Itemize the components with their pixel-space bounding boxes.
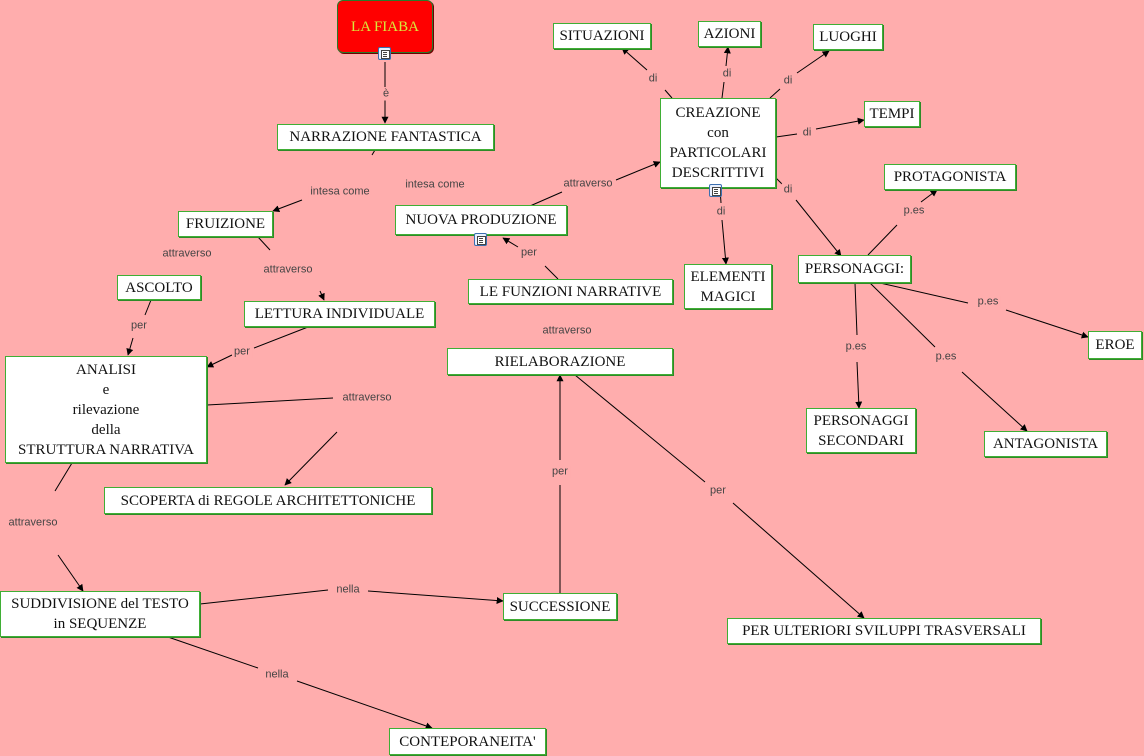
link-analisi-attraverso [206,397,334,406]
link-label-pes: p.es [933,350,959,364]
node-tempi[interactable]: TEMPI [864,101,920,127]
node-creazione[interactable]: CREAZIONE con PARTICOLARI DESCRITTIVI [660,98,776,188]
link-sudd-nella1 [199,589,329,605]
node-antagonista[interactable]: ANTAGONISTA [984,431,1107,457]
node-suddivisione[interactable]: SUDDIVISIONE del TESTO in SEQUENZE [0,591,200,637]
node-ascolto[interactable]: ASCOLTO [117,275,201,300]
document-icon[interactable] [378,47,391,60]
link-ascolto-per [144,299,152,316]
link-label-di: di [781,74,795,88]
link-pes-eroe [1005,309,1089,339]
node-situazioni[interactable]: SITUAZIONI [553,23,651,49]
node-eroe[interactable]: EROE [1088,331,1142,359]
link-fruizione-lettura [257,236,271,251]
node-la-fiaba[interactable]: LA FIABA [337,0,433,53]
link-label-per: per [708,484,728,498]
link-nella2-conteporaneita [296,680,433,730]
link-label-attraverso: attraverso [340,391,394,405]
node-scoperta-regole[interactable]: SCOPERTA di REGOLE ARCHITETTONICHE [104,487,432,514]
link-label-per: per [129,319,149,333]
link-attraverso-creazione [615,161,661,181]
node-fruizione[interactable]: FRUIZIONE [178,211,273,237]
link-label-attraverso: attraverso [160,247,214,261]
link-pes-protagonista [920,189,938,203]
node-lettura-individuale[interactable]: LETTURA INDIVIDUALE [244,301,435,327]
node-narrazione-fantastica[interactable]: NARRAZIONE FANTASTICA [277,124,494,150]
node-ulteriori-sviluppi[interactable]: PER ULTERIORI SVILUPPI TRASVERSALI [727,618,1041,644]
node-personaggi[interactable]: PERSONAGGI: [798,255,911,283]
link-label-per: per [232,345,252,359]
node-personaggi-secondari[interactable]: PERSONAGGI SECONDARI [806,408,916,453]
link-analisi-attr [54,462,73,492]
link-label-pes: p.es [843,340,869,354]
link-label-di: di [646,72,660,86]
link-label-pes: p.es [975,295,1001,309]
link-pers-secondari [854,282,858,336]
link-pers-protagonista [867,224,898,256]
node-successione[interactable]: SUCCESSIONE [503,593,617,620]
link-label-nella: nella [334,583,362,597]
link-pers-antagonista [869,282,936,348]
link-label-attraverso: attraverso [6,516,60,530]
link-label-di: di [781,183,795,197]
link-label-di: di [800,126,814,140]
link-label-per: per [550,465,570,479]
link-per-analisi-a [126,337,134,356]
link-pes-secondari [855,361,863,409]
link-attr2-lettura [318,290,325,301]
link-per-ulteriori [732,502,865,619]
link-attraverso-scoperta [284,431,338,486]
link-label-intesa-come: intesa come [403,178,467,192]
link-nuova-attraverso [529,191,563,207]
link-intesa1-fruizione [272,199,303,213]
node-conteporaneita[interactable]: CONTEPORANEITA' [389,728,546,755]
link-creazione-tempi [775,133,798,138]
link-di-personaggi [795,199,842,257]
link-creazione-azioni [721,81,725,99]
node-azioni[interactable]: AZIONI [698,21,761,47]
link-creazione-personaggi [775,177,783,185]
link-nella1-successione [367,590,504,605]
node-luoghi[interactable]: LUOGHI [813,24,883,50]
link-funzioni-per [544,265,559,280]
node-rielaborazione[interactable]: RIELABORAZIONE [447,348,673,375]
link-di-tempi [815,117,865,130]
link-label-nella: nella [263,668,291,682]
link-creazione-situazioni [664,89,673,99]
link-label-e: è [380,87,392,101]
link-label-di: di [714,205,728,219]
link-di-azioni [723,46,731,67]
node-elementi-magici[interactable]: ELEMENTI MAGICI [684,264,772,309]
node-nuova-produzione[interactable]: NUOVA PRODUZIONE [395,205,567,235]
link-rielab-per [574,374,706,483]
node-analisi[interactable]: ANALISI e rilevazione della STRUTTURA NA… [5,356,207,463]
document-icon[interactable] [474,233,487,246]
link-pes-antagonista [961,371,1028,432]
link-label-intesa-come: intesa come [308,185,372,199]
link-label-pes: p.es [901,204,927,218]
link-pers-eroe [879,282,969,304]
link-narrazione-intesa1 [371,149,376,156]
link-label-per: per [519,246,539,260]
link-attr-suddivisione [57,554,84,592]
link-label-attraverso: attraverso [561,177,615,191]
node-protagonista[interactable]: PROTAGONISTA [884,164,1016,190]
link-di-luoghi [796,50,830,74]
link-di-elementi [721,219,729,265]
link-creazione-luoghi [769,88,781,99]
link-per-analisi-b [206,354,233,368]
link-lettura-per [253,326,309,349]
link-label-attraverso: attraverso [261,263,315,277]
link-per-nuova [502,237,519,248]
link-label-attraverso: attraverso [540,324,594,338]
link-di-situazioni [621,47,648,71]
node-funzioni-narrative[interactable]: LE FUNZIONI NARRATIVE [468,279,673,304]
link-label-di: di [720,67,734,81]
document-icon[interactable] [709,184,722,197]
link-sudd-nella2 [167,636,259,669]
